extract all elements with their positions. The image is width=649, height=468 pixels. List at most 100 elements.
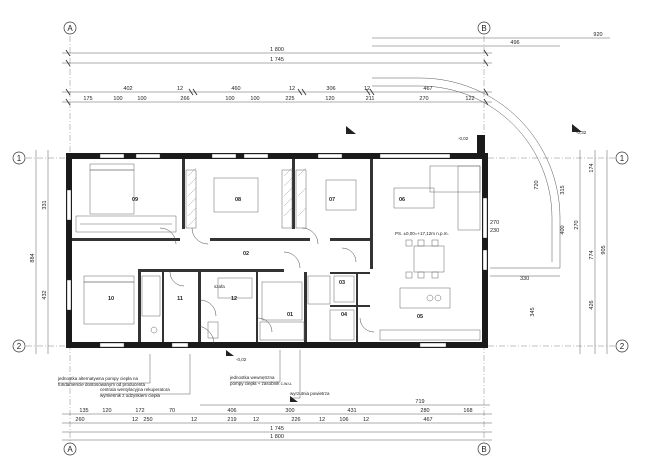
dim-b1-6: 431	[347, 408, 356, 414]
svg-text:1: 1	[620, 154, 625, 163]
callout-foundation: fundamencie dostosowanym od producenta	[58, 382, 146, 387]
callout-heatpump-outdoor: jednostka alternatywna pompy ciepła na	[57, 376, 139, 381]
top-dimension-labels: 1 800 1 745 920 496 402 12 460 12 306 12…	[83, 32, 602, 102]
dim-b2-7: 12	[319, 417, 325, 423]
svg-text:B: B	[481, 445, 486, 454]
bottom-dimension-labels: 719 135 120 172 70 406 300 431 280 168 2…	[75, 399, 472, 440]
room-08-label: 08	[235, 197, 241, 203]
dim-left-upper: 331	[42, 200, 48, 209]
dim-left-lower: 432	[42, 290, 48, 299]
dim-r3-2: 460	[231, 86, 240, 92]
room-05-label: 05	[417, 314, 423, 320]
dim-b2-6: 226	[291, 417, 300, 423]
dim-r3-4: 306	[326, 86, 335, 92]
dim-b1-7: 280	[420, 408, 429, 414]
windows	[66, 153, 488, 348]
door-swings	[159, 227, 375, 345]
dim-right-7: 400	[560, 225, 566, 234]
dim-b2-9: 12	[363, 417, 369, 423]
dim-r3-1: 12	[177, 86, 183, 92]
callout-ventilation: centrala wentylacyjna rekuperatora	[100, 387, 170, 392]
dim-bot-inner: 1 745	[270, 426, 284, 432]
dim-top-inner: 1 745	[270, 57, 284, 63]
dim-right-0: 720	[534, 180, 540, 189]
svg-text:2: 2	[17, 342, 22, 351]
dim-b2-2: 250	[143, 417, 152, 423]
dim-r4-6: 225	[285, 96, 294, 102]
dim-b1-8: 168	[463, 408, 472, 414]
axis-bubble-row-1: 1 1	[12, 151, 629, 165]
dim-b1-0: 135	[79, 408, 88, 414]
side-dimension-lines	[35, 150, 608, 354]
level-mark-3: -0,02	[236, 357, 247, 362]
dim-b2-8: 106	[339, 417, 348, 423]
dim-bot-r0: 719	[415, 399, 424, 405]
window-dim-a: 270	[490, 220, 499, 226]
dim-b1-1: 120	[102, 408, 111, 414]
dim-right-4: 174	[589, 163, 595, 172]
dim-b2-0: 260	[75, 417, 84, 423]
room-12-label: 12	[231, 296, 237, 302]
svg-text:1: 1	[17, 154, 22, 163]
callout-air-outlet: wyrzutnia powietrza	[290, 391, 330, 396]
callout-heat-recovery: wymiennik z odzyskiem ciepła	[100, 393, 161, 398]
kitchen-note: szafa	[214, 284, 225, 289]
room-labels: 09 08 07 06 02 10 11 12 01 03 04 05	[108, 197, 423, 320]
room-06-label: 06	[399, 197, 405, 203]
dim-r4-9: 270	[419, 96, 428, 102]
level-mark-2: -0,32	[576, 130, 587, 135]
window-dim-b: 230	[490, 228, 499, 234]
room-03-label: 03	[339, 280, 345, 286]
dim-b2-10: 467	[423, 417, 432, 423]
dim-b2-1: 12	[132, 417, 138, 423]
callout-labels: jednostka alternatywna pompy ciepła na f…	[57, 375, 330, 398]
dim-r4-4: 100	[225, 96, 234, 102]
dim-r4-2: 100	[137, 96, 146, 102]
svg-text:A: A	[67, 24, 73, 33]
stair-hatching	[187, 167, 307, 227]
dim-r4-5: 100	[250, 96, 259, 102]
callout-leaders	[58, 350, 301, 399]
dim-right-1: 774	[589, 250, 595, 259]
left-dimension-labels: 884 331 432	[30, 200, 48, 299]
dim-r3-6: 467	[423, 86, 432, 92]
axis-bubble-col-B: B B	[477, 21, 491, 456]
room-10-label: 10	[108, 296, 114, 302]
axis-bubble-row-2: 2 2	[12, 339, 629, 353]
dim-r4-10: 122	[465, 96, 474, 102]
room-02-label: 02	[243, 251, 249, 257]
room-01-label: 01	[287, 312, 293, 318]
axis-bubble-col-A: A A	[63, 21, 77, 456]
terrace-outline	[372, 77, 561, 277]
dim-r4-0: 175	[83, 96, 92, 102]
dim-top-right-2: 496	[510, 40, 519, 46]
exterior-walls	[66, 135, 488, 348]
dim-r4-7: 120	[325, 96, 334, 102]
dim-left-total: 884	[30, 253, 36, 262]
dim-right-3: 426	[589, 300, 595, 309]
svg-text:B: B	[481, 24, 486, 33]
dim-bot-total: 1 800	[270, 434, 284, 440]
svg-text:2: 2	[620, 342, 625, 351]
dim-top-total: 1 800	[270, 47, 284, 53]
dim-r4-8: 211	[366, 96, 375, 102]
dim-right-6: 315	[560, 185, 566, 194]
dim-r3-5: 12	[364, 86, 370, 92]
side-dim-a: 330	[520, 276, 529, 282]
interior-walls	[72, 159, 373, 342]
top-dimension-chains	[62, 37, 610, 106]
section-marker-icons	[226, 124, 582, 402]
room-11-label: 11	[177, 296, 183, 302]
level-mark-1: -0,02	[458, 136, 469, 141]
svg-text:A: A	[67, 445, 73, 454]
dim-b2-4: 219	[227, 417, 236, 423]
dim-b1-5: 300	[285, 408, 294, 414]
dim-b2-3: 12	[191, 417, 197, 423]
callout-dhw-tank: pompy ciepła + zasobnik c.w.u.	[230, 381, 292, 386]
dining-chairs	[405, 239, 442, 302]
room-07-label: 07	[329, 197, 335, 203]
dim-b1-2: 172	[135, 408, 144, 414]
level-reference: PS. ±0,00=+17,12m n.p.m.	[395, 231, 449, 236]
side-dim-b: 345	[530, 307, 536, 316]
